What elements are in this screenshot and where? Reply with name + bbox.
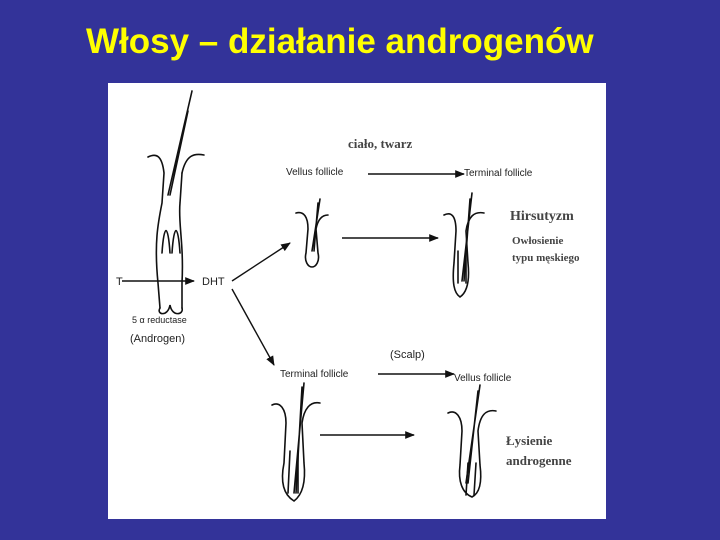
t-label: T	[116, 276, 123, 288]
top-from-label: Vellus follicle	[286, 167, 344, 178]
arrow-dht-to-body	[231, 242, 291, 282]
terminal-follicle-bottom-icon	[271, 382, 321, 502]
diagram-panel: ciało, twarz Vellus follicle Terminal fo…	[108, 83, 606, 519]
bottom-effect-line2: androgenne	[506, 453, 572, 468]
top-section-label: ciało, twarz	[348, 136, 412, 151]
arrows	[122, 170, 465, 439]
top-effect-line1: Owłosienie	[512, 235, 563, 247]
dht-label: DHT	[202, 276, 225, 288]
slide-title: Włosy – działanie androgenów	[86, 22, 594, 61]
terminal-follicle-top-icon	[443, 192, 485, 298]
enzyme-label: 5 α reductase	[132, 315, 187, 325]
androgen-hair-diagram: ciało, twarz Vellus follicle Terminal fo…	[116, 90, 580, 502]
bottom-effect-line1: Łysienie	[506, 433, 552, 448]
top-effect-title: Hirsutyzm	[510, 209, 574, 224]
bottom-section-label: (Scalp)	[390, 349, 425, 361]
arrow-dht-to-scalp	[231, 288, 275, 366]
vellus-follicle-bottom-icon	[447, 384, 497, 498]
androgen-note: (Androgen)	[130, 333, 185, 345]
large-follicle-icon	[147, 90, 205, 315]
bottom-from-label: Terminal follicle	[280, 369, 349, 380]
top-effect-line2: typu męskiego	[512, 252, 580, 264]
top-to-label: Terminal follicle	[464, 168, 533, 179]
bottom-to-label: Vellus follicle	[454, 373, 512, 384]
vellus-follicle-top-icon	[295, 198, 329, 268]
